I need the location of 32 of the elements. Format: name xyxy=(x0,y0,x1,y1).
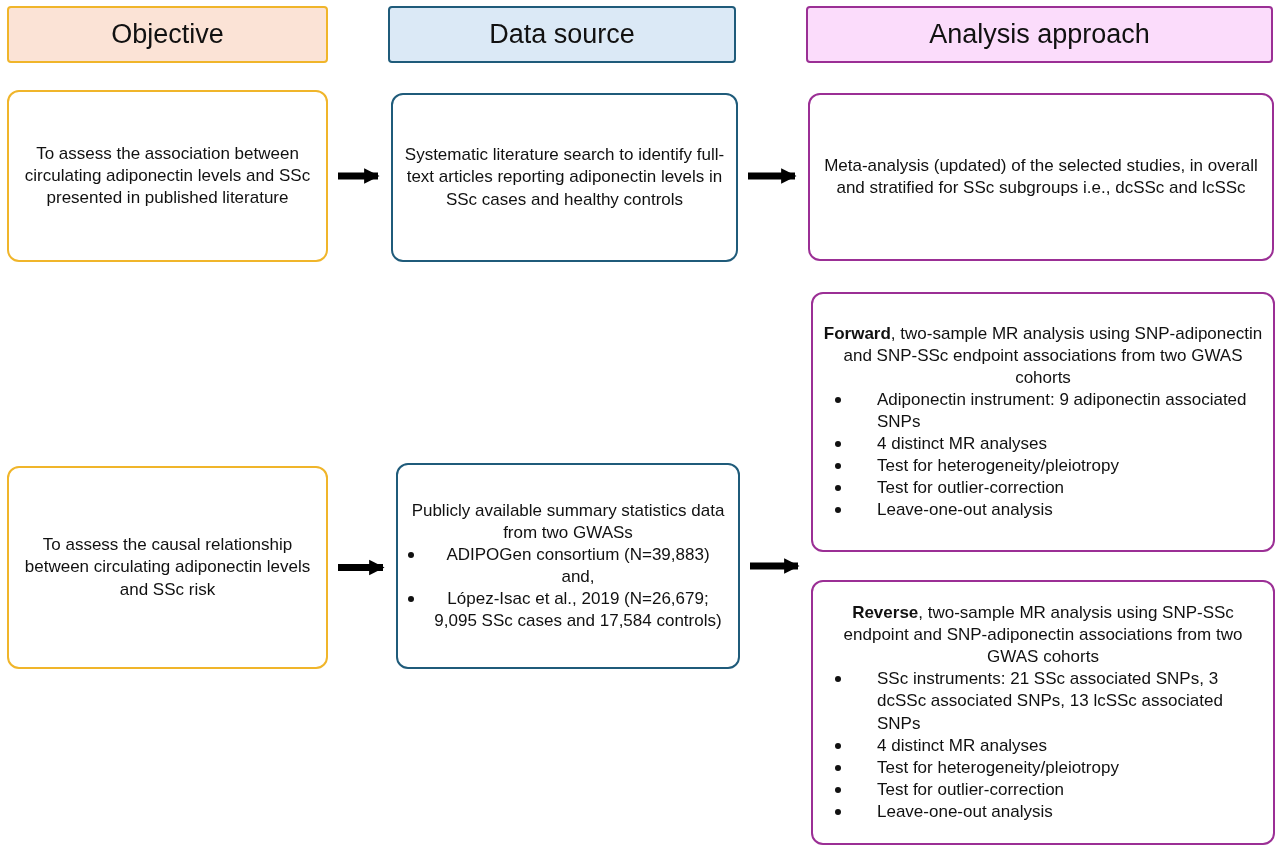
process-box xyxy=(396,463,740,669)
node-text: To assess the causal relationship between circulating adiponectin levels and SSc risk xyxy=(23,534,312,601)
node-text: Publicly available summary statistics data from two GWASs xyxy=(410,499,726,544)
process-box xyxy=(391,93,738,262)
bullet-item: ADIPOGen consortium (N=39,883) and, xyxy=(445,543,711,588)
process-box xyxy=(811,580,1275,845)
node-text: Reverse, two-sample MR analysis using SNP-SSc endpoint and SNP-adiponectin associations from two GWAS cohorts xyxy=(842,602,1244,669)
node-text: Meta-analysis (updated) of the selected studies, in overall and stratified for SSc subgroups i.e., dcSSc and lcSSc xyxy=(823,154,1259,199)
bullet-item: López-Isac et al., 2019 (N=26,679; 9,095 SSc cases and 17,584 controls) xyxy=(433,588,723,633)
column-header xyxy=(7,6,328,63)
bullet-item: Adiponectin instrument: 9 adiponectin associated SNPs xyxy=(877,388,1248,433)
header-text: Data source xyxy=(489,17,635,51)
header-text: Analysis approach xyxy=(929,17,1150,51)
node-text: Systematic literature search to identify full-text articles reporting adiponectin levels in SSc cases and healthy controls xyxy=(403,144,726,211)
column-header xyxy=(806,6,1273,63)
bullet-item: 4 distinct MR analyses xyxy=(877,433,1048,456)
bullet-item: Test for heterogeneity/pleiotropy xyxy=(877,756,1119,779)
bullet-item: Leave-one-out analysis xyxy=(877,499,1053,522)
process-box xyxy=(811,292,1275,552)
process-box xyxy=(808,93,1274,261)
process-box xyxy=(7,466,328,669)
bullet-item: Test for heterogeneity/pleiotropy xyxy=(877,455,1119,478)
node-text: To assess the association between circulating adiponectin levels and SSc presented in published literature xyxy=(23,142,312,210)
column-header xyxy=(388,6,736,63)
bullet-item: SSc instruments: 21 SSc associated SNPs, 3 dcSSc associated SNPs, 13 lcSSc associated SNPs xyxy=(877,668,1224,735)
node-text: Forward, two-sample MR analysis using SNP-adiponectin and SNP-SSc endpoint associations from two GWAS cohorts xyxy=(823,322,1263,389)
bullet-item: Test for outlier-correction xyxy=(877,778,1065,801)
process-box xyxy=(7,90,328,262)
bullet-item: Leave-one-out analysis xyxy=(877,800,1053,823)
header-text: Objective xyxy=(111,17,224,51)
bullet-item: 4 distinct MR analyses xyxy=(877,734,1048,757)
bullet-item: Test for outlier-correction xyxy=(877,477,1065,500)
